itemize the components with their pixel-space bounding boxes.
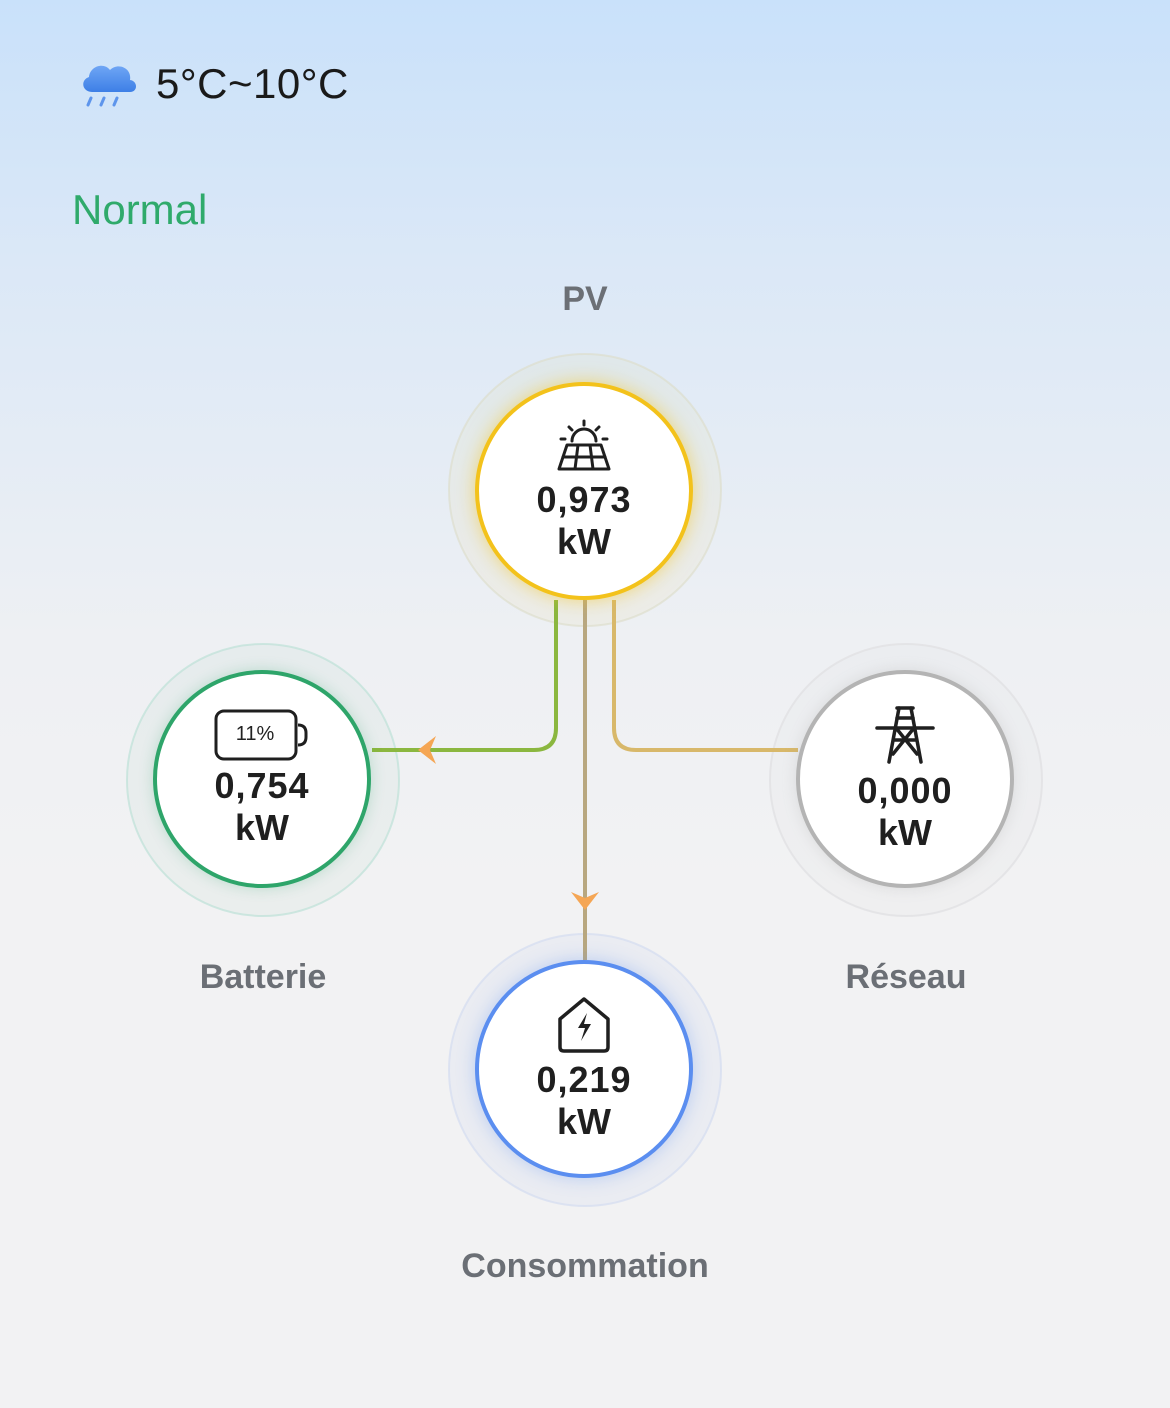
pv-node[interactable]: 0,973 kW — [475, 382, 693, 600]
pv-power-value: 0,973 — [536, 479, 632, 520]
flow-arrow-to-battery — [418, 736, 436, 764]
consumption-power-unit: kW — [557, 1101, 611, 1142]
power-pylon-icon — [875, 706, 935, 764]
battery-label: Batterie — [199, 958, 327, 996]
battery-charge-percent: 11% — [235, 723, 275, 745]
consumption-node[interactable]: 0,219 kW — [475, 960, 693, 1178]
cloud-rain-icon — [83, 65, 136, 107]
grid-power-value: 0,000 — [857, 770, 953, 811]
grid-node[interactable]: 0,000 kW — [796, 670, 1014, 888]
consumption-label: Consommation — [461, 1247, 709, 1285]
battery-power-unit: kW — [235, 807, 289, 848]
house-power-icon — [558, 997, 610, 1053]
battery-node[interactable]: 11% 0,754 kW — [153, 670, 371, 888]
battery-icon: 11% — [214, 709, 310, 761]
temperature-range: 5°C~10°C — [156, 60, 349, 107]
flow-line-grid-to-pv — [612, 600, 798, 752]
battery-power-value: 0,754 — [214, 765, 310, 806]
solar-panel-icon — [557, 419, 611, 471]
flow-line-pv-to-battery — [372, 600, 558, 752]
pv-power-unit: kW — [557, 521, 611, 562]
weather-widget: 5°C~10°C — [78, 52, 349, 116]
system-status: Normal — [72, 186, 208, 233]
pv-label: PV — [562, 280, 608, 318]
consumption-power-value: 0,219 — [536, 1059, 632, 1100]
flow-arrow-to-consumption — [571, 892, 599, 910]
grid-power-unit: kW — [878, 812, 932, 853]
grid-label: Réseau — [845, 958, 967, 996]
